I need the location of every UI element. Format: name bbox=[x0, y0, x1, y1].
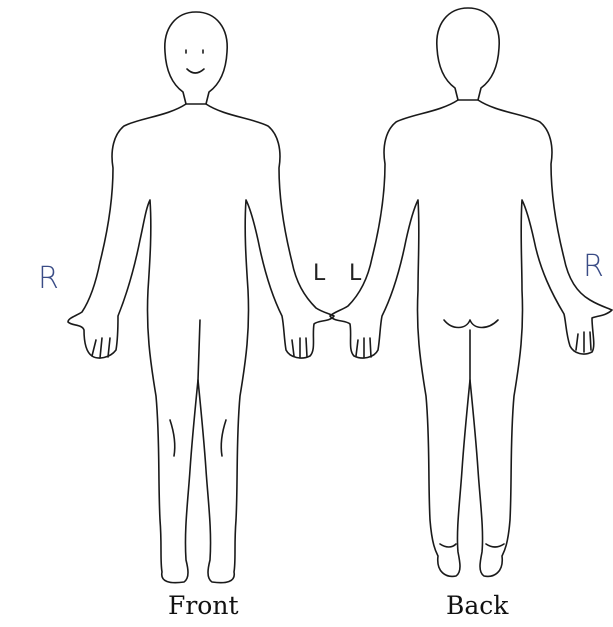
front-figure bbox=[68, 12, 334, 583]
back-left-side-mark: L bbox=[349, 263, 361, 285]
front-body-right-outline bbox=[198, 104, 334, 583]
back-right-side-mark: R bbox=[583, 252, 604, 282]
front-right-fingers bbox=[92, 338, 110, 358]
front-head bbox=[165, 12, 227, 104]
front-left-fingers bbox=[292, 338, 307, 358]
front-knee-left bbox=[170, 420, 175, 456]
back-left-fingers bbox=[356, 338, 371, 358]
front-right-side-mark: R bbox=[38, 264, 59, 294]
back-buttocks bbox=[444, 320, 498, 328]
back-right-fingers bbox=[576, 332, 591, 352]
back-head bbox=[437, 8, 499, 100]
front-label: Front bbox=[168, 593, 239, 618]
front-left-side-mark: L bbox=[313, 263, 325, 285]
back-heels bbox=[440, 544, 504, 547]
back-body-left-outline bbox=[330, 100, 470, 576]
front-smile bbox=[187, 69, 204, 73]
back-label: Back bbox=[446, 593, 508, 618]
front-body-left-outline bbox=[68, 104, 200, 583]
front-knee-right bbox=[221, 420, 226, 456]
back-figure bbox=[330, 8, 612, 576]
